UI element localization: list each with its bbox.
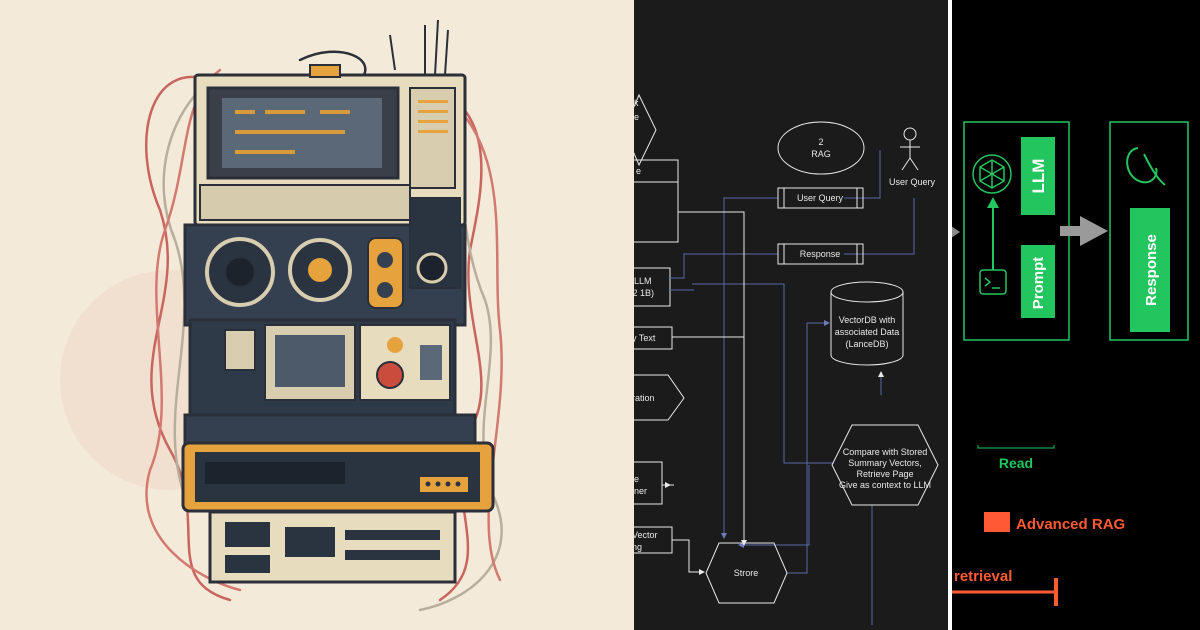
partial-box-2	[634, 181, 679, 243]
partial-text-vector: Vector	[634, 530, 658, 540]
store-hexagon	[705, 542, 788, 604]
partial-text-e2: e	[636, 166, 641, 176]
retro-electronics-illustration	[145, 19, 503, 612]
flow-connectors	[670, 150, 915, 625]
user-query-actor-label: User Query	[889, 177, 936, 187]
wires	[145, 50, 503, 612]
up-arrow-icon	[987, 197, 999, 208]
partial-llm-box	[634, 267, 671, 307]
retro-electronics-panel	[0, 0, 634, 630]
compare-label-4: Give as context to LLM	[839, 480, 931, 490]
partial-text-k: k	[634, 98, 639, 108]
partial-text-box	[634, 326, 673, 350]
response-box	[1109, 121, 1189, 341]
rag-label-number: 2	[818, 137, 823, 147]
partial-generation-shape	[634, 374, 685, 421]
rag-label: RAG	[811, 149, 831, 159]
response-label: Response	[1143, 234, 1160, 306]
advanced-rag-swatch	[984, 512, 1010, 532]
partial-decision-shape	[634, 93, 657, 167]
compare-label-3: Retrieve Page	[856, 469, 913, 479]
compare-label-2: Summary Vectors,	[848, 458, 922, 468]
response-box	[777, 243, 864, 265]
partial-text-llm2: .2 1B)	[634, 288, 654, 298]
retrieval-label: retrieval	[954, 568, 1012, 585]
terminal-icon	[979, 269, 1007, 295]
network-cube-icon	[972, 154, 1012, 194]
response-box-label: Response	[800, 249, 841, 259]
read-bracket	[977, 445, 1055, 449]
vectordb-cylinder	[830, 281, 904, 366]
rag-flow-diagram-panel: k e e LLM .2 1B) y Text ration e ner Vec…	[634, 0, 948, 630]
response-block	[1130, 208, 1170, 332]
partial-text-ration: ration	[634, 393, 655, 403]
vectordb-label-2: associated Data	[835, 327, 900, 337]
read-label: Read	[999, 455, 1033, 471]
advanced-rag-panel: LLM Prompt Response Read Advanced RAG re	[952, 0, 1200, 630]
partial-text-ing: ng	[634, 542, 642, 552]
panel-divider	[948, 0, 952, 630]
prompt-label: Prompt	[1030, 257, 1047, 310]
rag-flow-diagram: k e e LLM .2 1B) y Text ration e ner Vec…	[634, 93, 939, 625]
vectordb-label-3: (LanceDB)	[845, 339, 888, 349]
advanced-rag-label: Advanced RAG	[1016, 516, 1125, 533]
right-arrow-icon	[1080, 216, 1108, 246]
partial-box-3	[634, 461, 663, 505]
prompt-block	[1021, 245, 1055, 318]
user-query-box-label: User Query	[797, 193, 844, 203]
chat-logo-icon	[1126, 147, 1166, 186]
user-actor-icon	[900, 127, 920, 171]
arrow-stub-icon	[952, 226, 960, 238]
partial-text-ner: ner	[634, 486, 647, 496]
vectordb-label-1: VectorDB with	[839, 315, 896, 325]
user-query-box	[777, 187, 864, 209]
advanced-rag-graphic: LLM Prompt Response Read Advanced RAG re	[952, 121, 1189, 606]
rag-ellipse	[777, 121, 865, 175]
partial-text-e: e	[634, 112, 639, 122]
partial-text-ytext: y Text	[634, 333, 656, 343]
store-label: Strore	[734, 568, 759, 578]
llm-block	[1021, 137, 1055, 215]
partial-text-llm: LLM	[634, 276, 652, 286]
partial-text-e3: e	[634, 474, 639, 484]
llm-label: LLM	[1029, 159, 1048, 194]
compare-hexagon	[831, 424, 939, 506]
compare-label-1: Compare with Stored	[843, 447, 928, 457]
